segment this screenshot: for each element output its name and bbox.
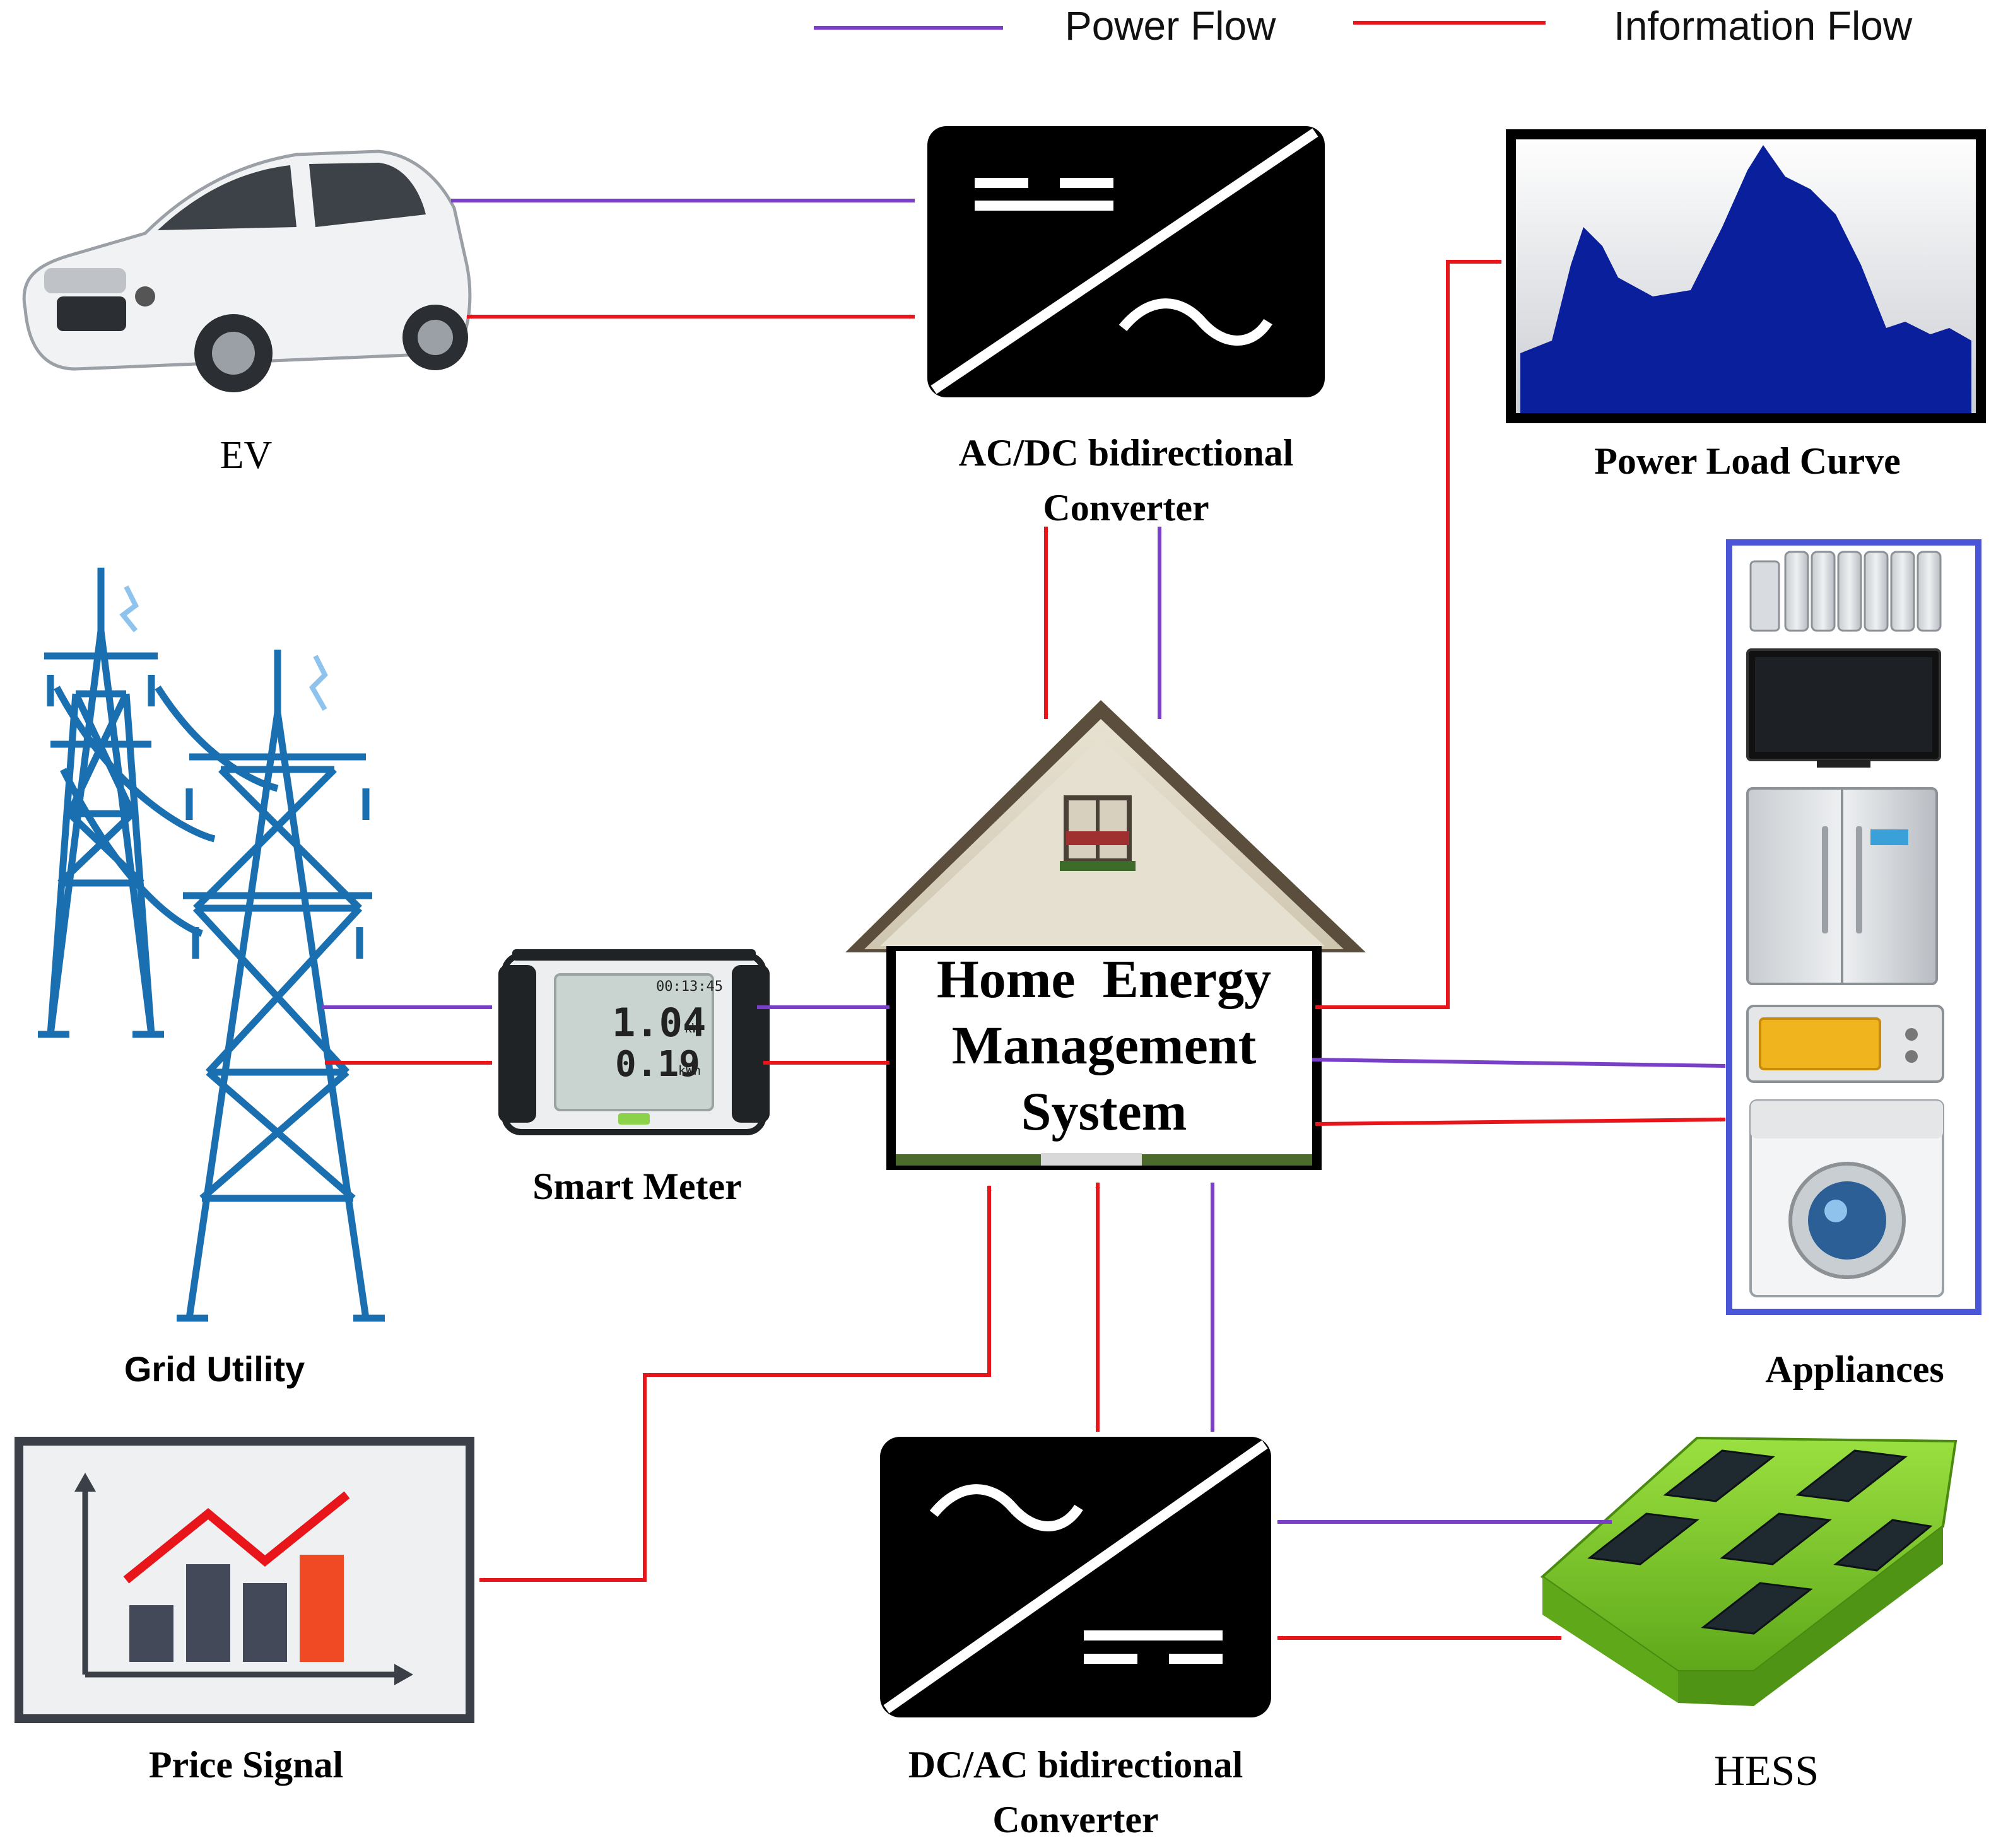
legend-information-flow-label: Information Flow bbox=[1614, 3, 1913, 49]
hems-loadcurve-info-arrow bbox=[1315, 259, 1502, 1010]
hems-line1: Home Energy bbox=[936, 949, 1272, 1009]
acdc-label-line1: AC/DC bidirectional bbox=[958, 432, 1294, 474]
fridge-icon bbox=[1746, 787, 1938, 985]
information-flow-connectors bbox=[324, 259, 1726, 1640]
price-signal-label: Price Signal bbox=[148, 1744, 344, 1786]
acdc-label-line2: Converter bbox=[1043, 487, 1209, 529]
meter-energy-now: 1.04 bbox=[612, 1000, 707, 1046]
load-curve-label: Power Load Curve bbox=[1594, 440, 1901, 482]
meter-daily-average: 0.19 bbox=[615, 1044, 700, 1085]
microwave-icon bbox=[1746, 1005, 1944, 1083]
ev-label: EV bbox=[220, 434, 273, 477]
acdc-converter-label: AC/DC bidirectional Converter bbox=[896, 426, 1356, 535]
lightning-icon bbox=[119, 585, 328, 711]
washing-machine-icon bbox=[1749, 1099, 1944, 1297]
hems-title: Home Energy Management System bbox=[896, 946, 1312, 1145]
dcac-converter-label: DC/AC bidirectional Converter bbox=[845, 1738, 1306, 1847]
appliances-label: Appliances bbox=[1765, 1348, 1944, 1390]
dcac-converter-icon bbox=[880, 1437, 1271, 1717]
hems-price-info-arrow bbox=[479, 1185, 992, 1582]
hems-appliances-info-arrow bbox=[1315, 1117, 1726, 1126]
hems-appliances-power-arrow bbox=[1312, 1058, 1726, 1068]
acdc-converter-icon bbox=[927, 126, 1325, 397]
transmission-tower-icon bbox=[38, 568, 385, 1322]
dcac-label-line2: Converter bbox=[992, 1799, 1159, 1840]
car-icon bbox=[22, 149, 472, 392]
power-flow-connectors bbox=[322, 198, 1726, 1524]
tv-icon bbox=[1746, 648, 1941, 768]
hess-label: HESS bbox=[1713, 1746, 1819, 1794]
hems-line3: System bbox=[1021, 1080, 1187, 1142]
load-curve-icon bbox=[1506, 129, 1986, 423]
meter-energy-unit: kW bbox=[684, 1020, 700, 1036]
smart-meter-icon bbox=[498, 949, 770, 1135]
legend-power-flow-label: Power Flow bbox=[1065, 3, 1276, 49]
smart-meter-label: Smart Meter bbox=[532, 1166, 742, 1207]
grid-utility-label: Grid Utility bbox=[124, 1349, 305, 1389]
price-chart-icon bbox=[15, 1437, 474, 1723]
battery-pack-icon bbox=[1540, 1436, 1958, 1706]
house-icon bbox=[845, 700, 1366, 1170]
legend bbox=[814, 21, 1546, 30]
meter-daily-unit: kWh bbox=[678, 1063, 702, 1078]
meter-time: 00:13:45 bbox=[656, 979, 723, 995]
hems-line2: Management bbox=[951, 1014, 1257, 1075]
heater-icon bbox=[1749, 551, 1942, 632]
dcac-label-line1: DC/AC bidirectional bbox=[908, 1744, 1243, 1786]
